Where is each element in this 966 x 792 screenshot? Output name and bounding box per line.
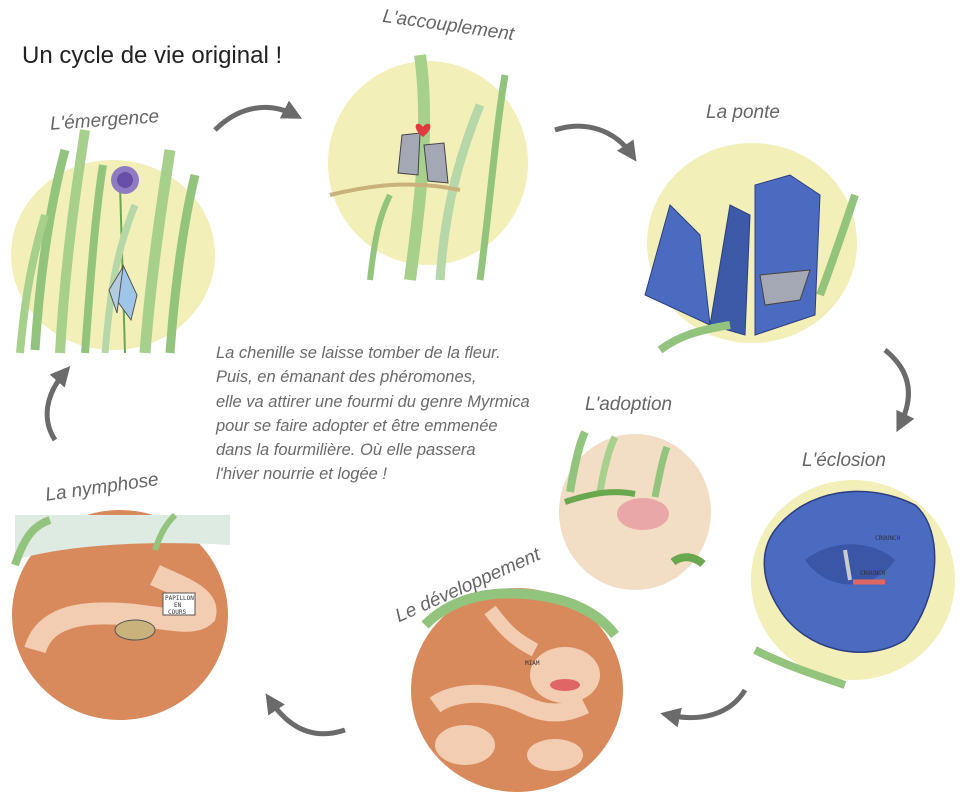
emergence-illustration	[11, 129, 215, 354]
arrow-accouplement-to-ponte	[554, 123, 637, 162]
arrow-nymphose-to-emergence	[44, 365, 71, 442]
description-line-5: dans la fourmilière. Où elle passera	[216, 441, 476, 460]
crounch-text: CROUNCH	[875, 535, 901, 542]
stage-accouplement: L'accouplement	[320, 5, 535, 281]
description-line-6: l'hiver nourrie et logée !	[216, 465, 387, 484]
stage-label-eclosion: L'éclosion	[802, 450, 886, 471]
nymphose-sign-line-3: COURS	[168, 609, 186, 616]
description-line-2: Puis, en émanant des phéromones,	[216, 368, 477, 387]
description-line-3: elle va attirer une fourmi du genre Myrm…	[216, 392, 530, 411]
stage-eclosion: CROUNCH CROUNCH L'éclosion	[745, 450, 960, 689]
arrow-emergence-to-accouplement	[213, 100, 303, 132]
description-line-4: pour se faire adopter et être emmenée	[216, 416, 498, 435]
stage-adoption: L'adoption	[555, 392, 715, 602]
stage-label-adoption: L'adoption	[585, 394, 673, 415]
miam-text: MIAM	[525, 660, 540, 667]
developpement-illustration: MIAM	[411, 588, 623, 792]
nymphose-illustration: PAPILLON EN COURS	[11, 510, 230, 720]
arrow-eclosion-to-developpement	[660, 688, 748, 728]
nymphose-sign-line-1: PAPILLON	[165, 595, 194, 602]
description: La chenille se laisse tomber de la fleur…	[216, 341, 556, 487]
arrow-ponte-to-eclosion	[883, 348, 915, 433]
description-line-1: La chenille se laisse tomber de la fleur…	[216, 344, 501, 362]
crounch-text-2: CROUNCH	[860, 570, 886, 577]
eclosion-illustration: CROUNCH CROUNCH	[751, 480, 955, 689]
nymphose-sign-line-2: EN	[174, 602, 182, 609]
stage-ponte: La ponte	[640, 95, 865, 354]
page-title: Un cycle de vie original !	[22, 42, 283, 69]
stage-emergence: L'émergence	[5, 95, 220, 360]
stage-label-ponte: La ponte	[706, 102, 780, 123]
adoption-illustration	[559, 430, 711, 590]
stage-nymphose: PAPILLON EN COURS La nymphose	[5, 465, 235, 725]
arrow-developpement-to-nymphose	[265, 693, 346, 737]
ponte-illustration	[644, 143, 859, 354]
stage-developpement: MIAM Le développement	[392, 544, 635, 792]
accouplement-illustration	[328, 54, 528, 281]
